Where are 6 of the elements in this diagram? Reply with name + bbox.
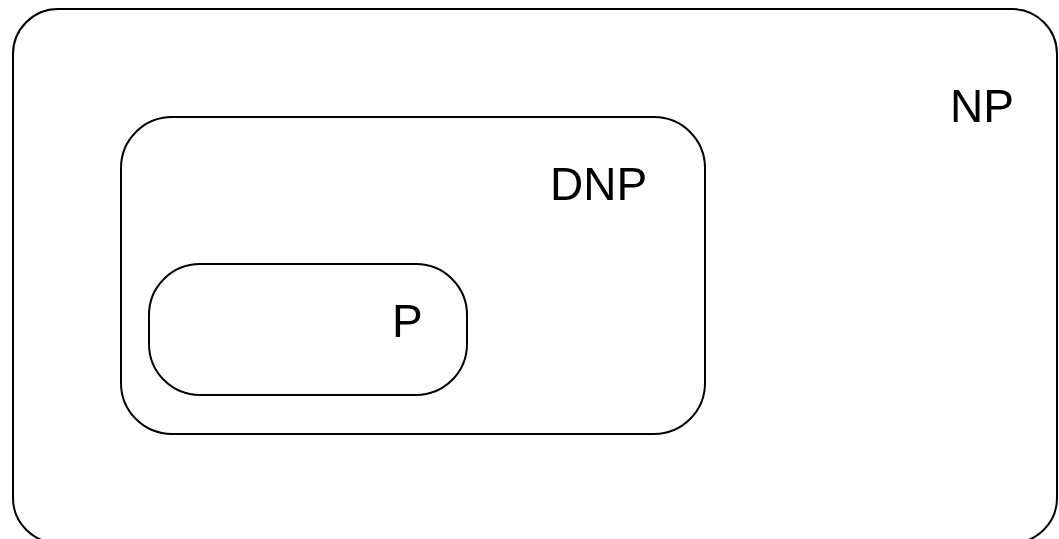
region-label: DNP: [550, 161, 648, 207]
rounded-region: [148, 263, 468, 396]
rounded-region: [12, 8, 1058, 539]
region-label: NP: [950, 83, 1014, 129]
rounded-region: [120, 116, 706, 435]
region-label: P: [392, 298, 423, 344]
